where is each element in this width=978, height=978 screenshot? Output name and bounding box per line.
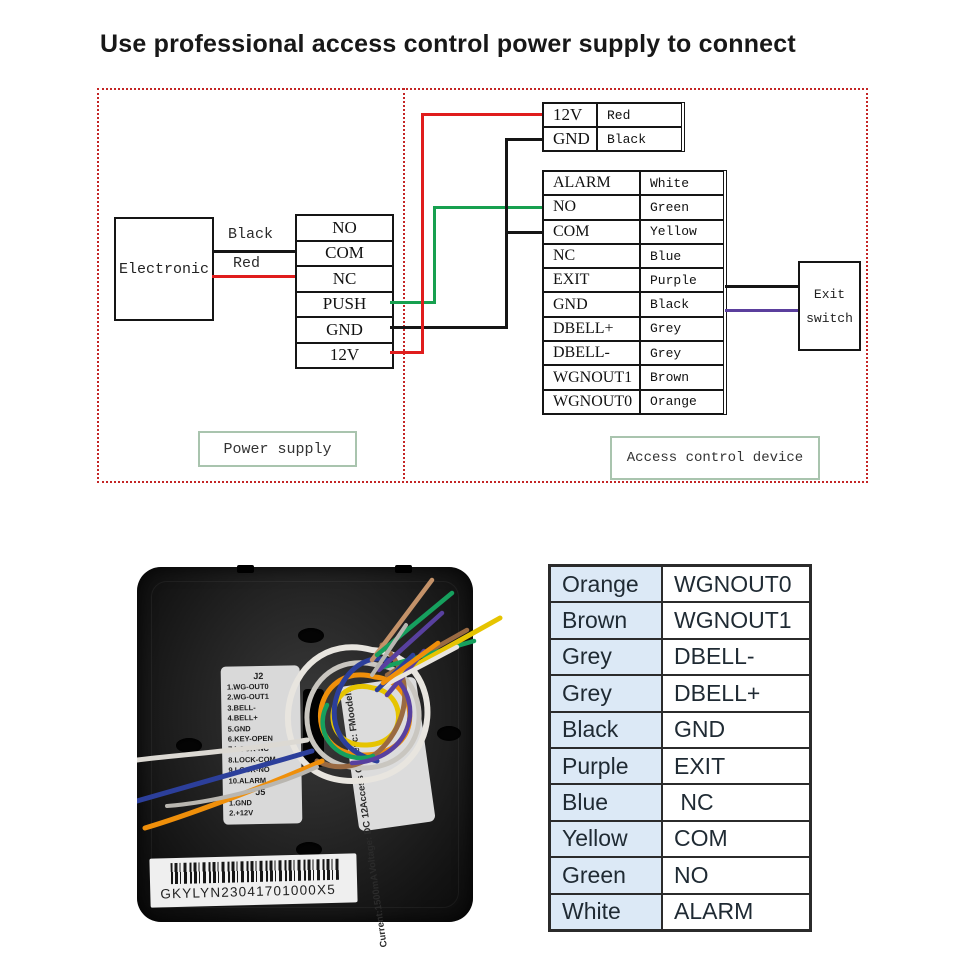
color-map-color: Orange	[550, 566, 662, 603]
color-map-color: Black	[550, 711, 662, 748]
green-wire-seg1	[390, 301, 436, 304]
color-map-color: Purple	[550, 747, 662, 785]
device-table-cell: Blue	[640, 243, 724, 269]
red-wire-seg2	[421, 113, 424, 354]
device-table-cell: Yellow	[640, 219, 724, 244]
color-map-signal: NC	[662, 784, 810, 821]
power-table-cell: Black	[597, 127, 682, 151]
device-table-cell: Grey	[640, 316, 724, 342]
device-table-cell: COM	[543, 219, 640, 244]
barcode-label: GKYLYN23041701000X5	[149, 853, 358, 908]
red-wire-seg1	[390, 351, 424, 354]
terminal-no: NO	[297, 216, 392, 242]
power-supply-label: Power supply	[198, 431, 357, 467]
device-table-cell: EXIT	[543, 268, 640, 293]
device-table-cell: Grey	[640, 341, 724, 366]
device-table-cell: Purple	[640, 268, 724, 293]
access-control-device-label: Access control device	[610, 436, 820, 480]
black-wire-lock	[212, 250, 295, 253]
device-table-cell: Black	[640, 292, 724, 317]
mounting-hole	[298, 628, 324, 643]
color-map-signal: WGNOUT1	[662, 602, 810, 639]
black-wire-seg4	[505, 231, 542, 234]
exit-black-wire	[725, 285, 798, 288]
power-supply-terminal-block: NO COM NC PUSH GND 12V	[295, 214, 394, 369]
color-map-signal: DBELL+	[662, 675, 810, 712]
device-table-cell: Brown	[640, 365, 724, 390]
device-table-cell: Orange	[640, 389, 724, 414]
color-map-color: Grey	[550, 675, 662, 712]
color-map-signal: GND	[662, 711, 810, 748]
power-table-cell: 12V	[543, 103, 597, 127]
terminal-12v: 12V	[329, 345, 360, 365]
j5-pin: 2.+12V	[229, 808, 254, 819]
power-table-cell: GND	[543, 127, 597, 151]
device-table-cell: WGNOUT1	[543, 365, 640, 390]
device-table-cell: WGNOUT0	[543, 389, 640, 414]
device-table-cell: White	[640, 171, 724, 196]
black-wire-seg3	[505, 138, 542, 141]
device-top-notch	[237, 565, 254, 573]
color-map-signal: EXIT	[662, 747, 810, 785]
exit-switch-label-line2: switch	[806, 310, 853, 326]
red-wire-label: Red	[233, 255, 261, 272]
exit-switch-label-line1: Exit	[813, 286, 846, 302]
diagram-dashed-frame	[97, 88, 868, 483]
device-table-cell: NO	[543, 195, 640, 220]
device-wire-table: ALARM White NO Green COM Yellow NC Blue …	[542, 170, 727, 415]
color-map-color: Grey	[550, 638, 662, 676]
red-wire-lock	[212, 275, 295, 278]
device-table-cell: ALARM	[543, 171, 640, 196]
cable-entry-slot	[303, 689, 324, 767]
mounting-hole	[296, 842, 322, 857]
color-map-color: Yellow	[550, 820, 662, 858]
exit-switch-box: Exit switch	[798, 261, 861, 351]
terminal-nc: NC	[297, 267, 392, 293]
color-map-table: Orange WGNOUT0 Brown WGNOUT1 Grey DBELL-…	[548, 564, 812, 932]
black-wire-label: Black	[228, 226, 274, 243]
color-map-color: Green	[550, 857, 662, 894]
exit-purple-wire	[725, 309, 798, 312]
green-wire-seg3	[433, 206, 542, 209]
color-map-color: White	[550, 893, 662, 930]
electronic-lock-box: Electronic	[114, 217, 214, 321]
j2-pinout-label: J2 1.WG-OUT0 2.WG-OUT1 3.BELL- 4.BELL+ 5…	[220, 665, 303, 825]
color-map-color: Blue	[550, 784, 662, 821]
mounting-hole	[437, 726, 461, 741]
color-map-signal: ALARM	[662, 893, 810, 930]
color-map-signal: NO	[662, 857, 810, 894]
terminal-push: PUSH	[297, 293, 392, 318]
mounting-hole	[176, 738, 202, 753]
color-map-signal: COM	[662, 820, 810, 858]
red-wire-seg3	[421, 113, 542, 116]
power-wire-table: 12V Red GND Black	[542, 102, 685, 152]
device-table-cell: NC	[543, 243, 640, 269]
color-map-signal: WGNOUT0	[662, 566, 810, 603]
color-map-signal: DBELL-	[662, 638, 810, 676]
green-wire-seg2	[433, 206, 436, 304]
spec-line: Current:1500mA	[368, 872, 390, 948]
color-map-color: Brown	[550, 602, 662, 639]
power-table-cell: Red	[597, 103, 682, 127]
page-title: Use professional access control power su…	[100, 30, 796, 58]
device-table-cell: Green	[640, 195, 724, 220]
device-table-cell: GND	[543, 292, 640, 317]
device-table-cell: DBELL+	[543, 316, 640, 342]
barcode-bars	[170, 858, 340, 885]
terminal-gnd: GND	[297, 318, 392, 344]
black-wire-seg1	[390, 326, 508, 329]
spec-line: Voltage: DC 12	[359, 807, 380, 875]
device-top-notch	[395, 565, 412, 573]
device-table-cell: DBELL-	[543, 341, 640, 366]
terminal-com: COM	[297, 242, 392, 267]
diagram-dashed-divider	[403, 88, 405, 479]
barcode-text: GKYLYN23041701000X5	[160, 881, 337, 902]
